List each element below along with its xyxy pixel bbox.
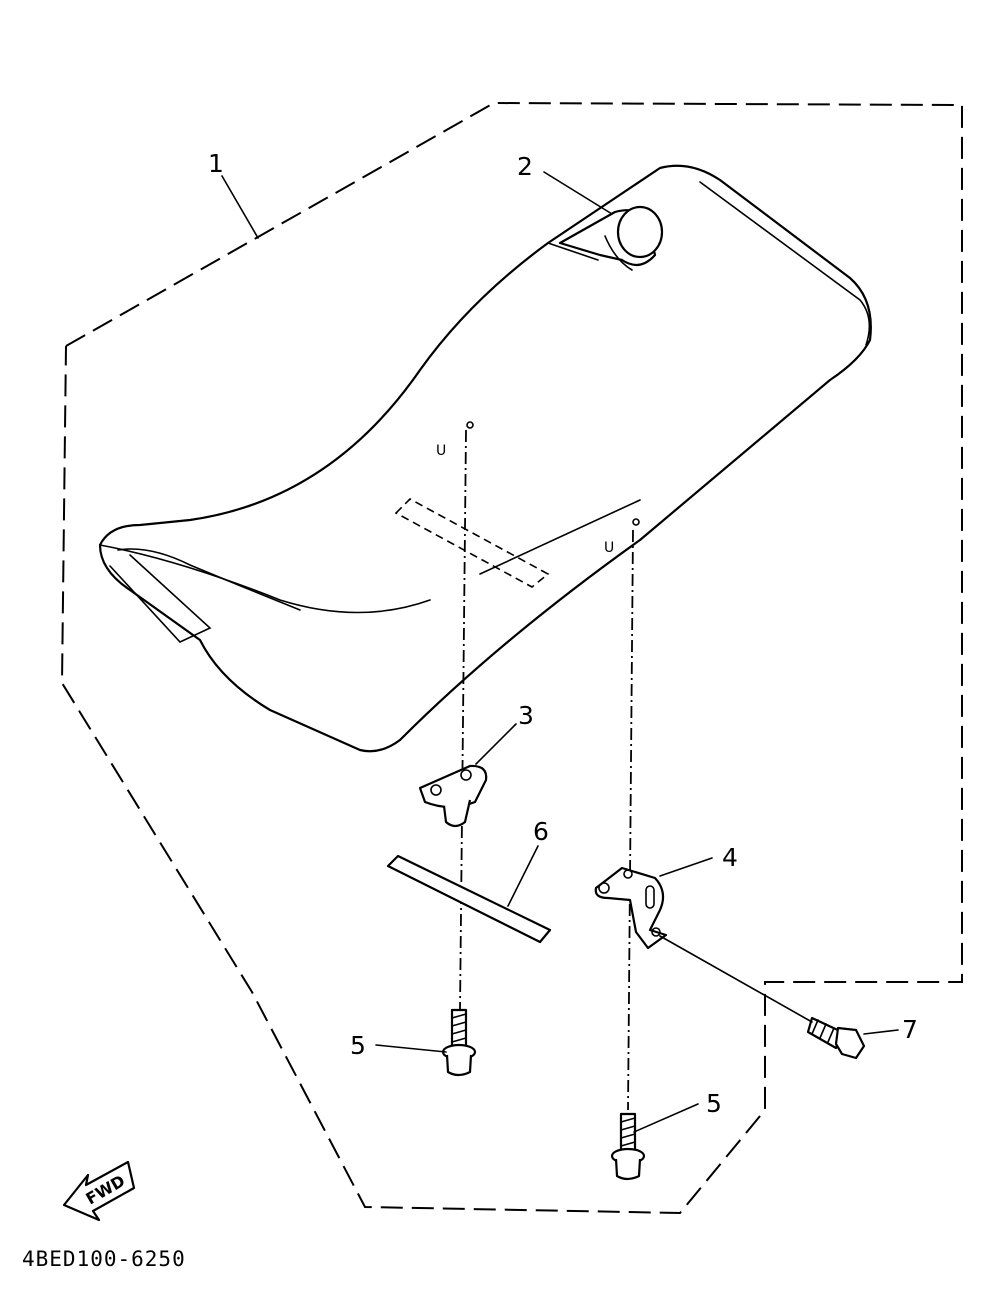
forward-direction-arrow: FWD — [62, 1160, 136, 1222]
callout-2: 2 — [517, 152, 533, 181]
drawing-code: 4BED100-6250 — [22, 1247, 186, 1271]
leader-5a — [375, 1044, 447, 1053]
callout-3: 3 — [518, 701, 534, 730]
seat — [98, 164, 872, 753]
leader-2 — [543, 171, 613, 215]
callout-4: 4 — [722, 843, 738, 872]
callout-7: 7 — [902, 1015, 918, 1044]
bracket-3 — [418, 764, 488, 828]
bolt-5-left — [441, 1008, 477, 1077]
hole-dot-right — [632, 518, 640, 526]
bolt-5-right — [610, 1112, 646, 1181]
pad-outline — [394, 498, 550, 588]
callout-1: 1 — [208, 149, 224, 178]
bracket-4 — [594, 866, 668, 950]
callout-5b: 5 — [706, 1089, 722, 1118]
leader-7 — [659, 935, 813, 1023]
callout-6: 6 — [533, 817, 549, 846]
callout-5a: 5 — [350, 1031, 366, 1060]
leader-3 — [475, 723, 517, 765]
seat-pad-6 — [386, 854, 552, 944]
hole-mark-left: U — [436, 443, 446, 459]
leader-6 — [507, 845, 539, 907]
leader-1 — [221, 175, 259, 239]
bolt-7 — [806, 1016, 866, 1060]
assembly-boundary — [60, 101, 963, 1215]
centerline-left — [459, 429, 467, 1011]
seat-hook — [558, 205, 664, 271]
leader-7b — [863, 1029, 899, 1035]
hole-dot-left — [466, 421, 474, 429]
hole-mark-right: U — [604, 540, 614, 556]
leader-4 — [659, 857, 713, 877]
leader-5b — [633, 1103, 699, 1133]
centerline-right — [627, 529, 634, 1111]
